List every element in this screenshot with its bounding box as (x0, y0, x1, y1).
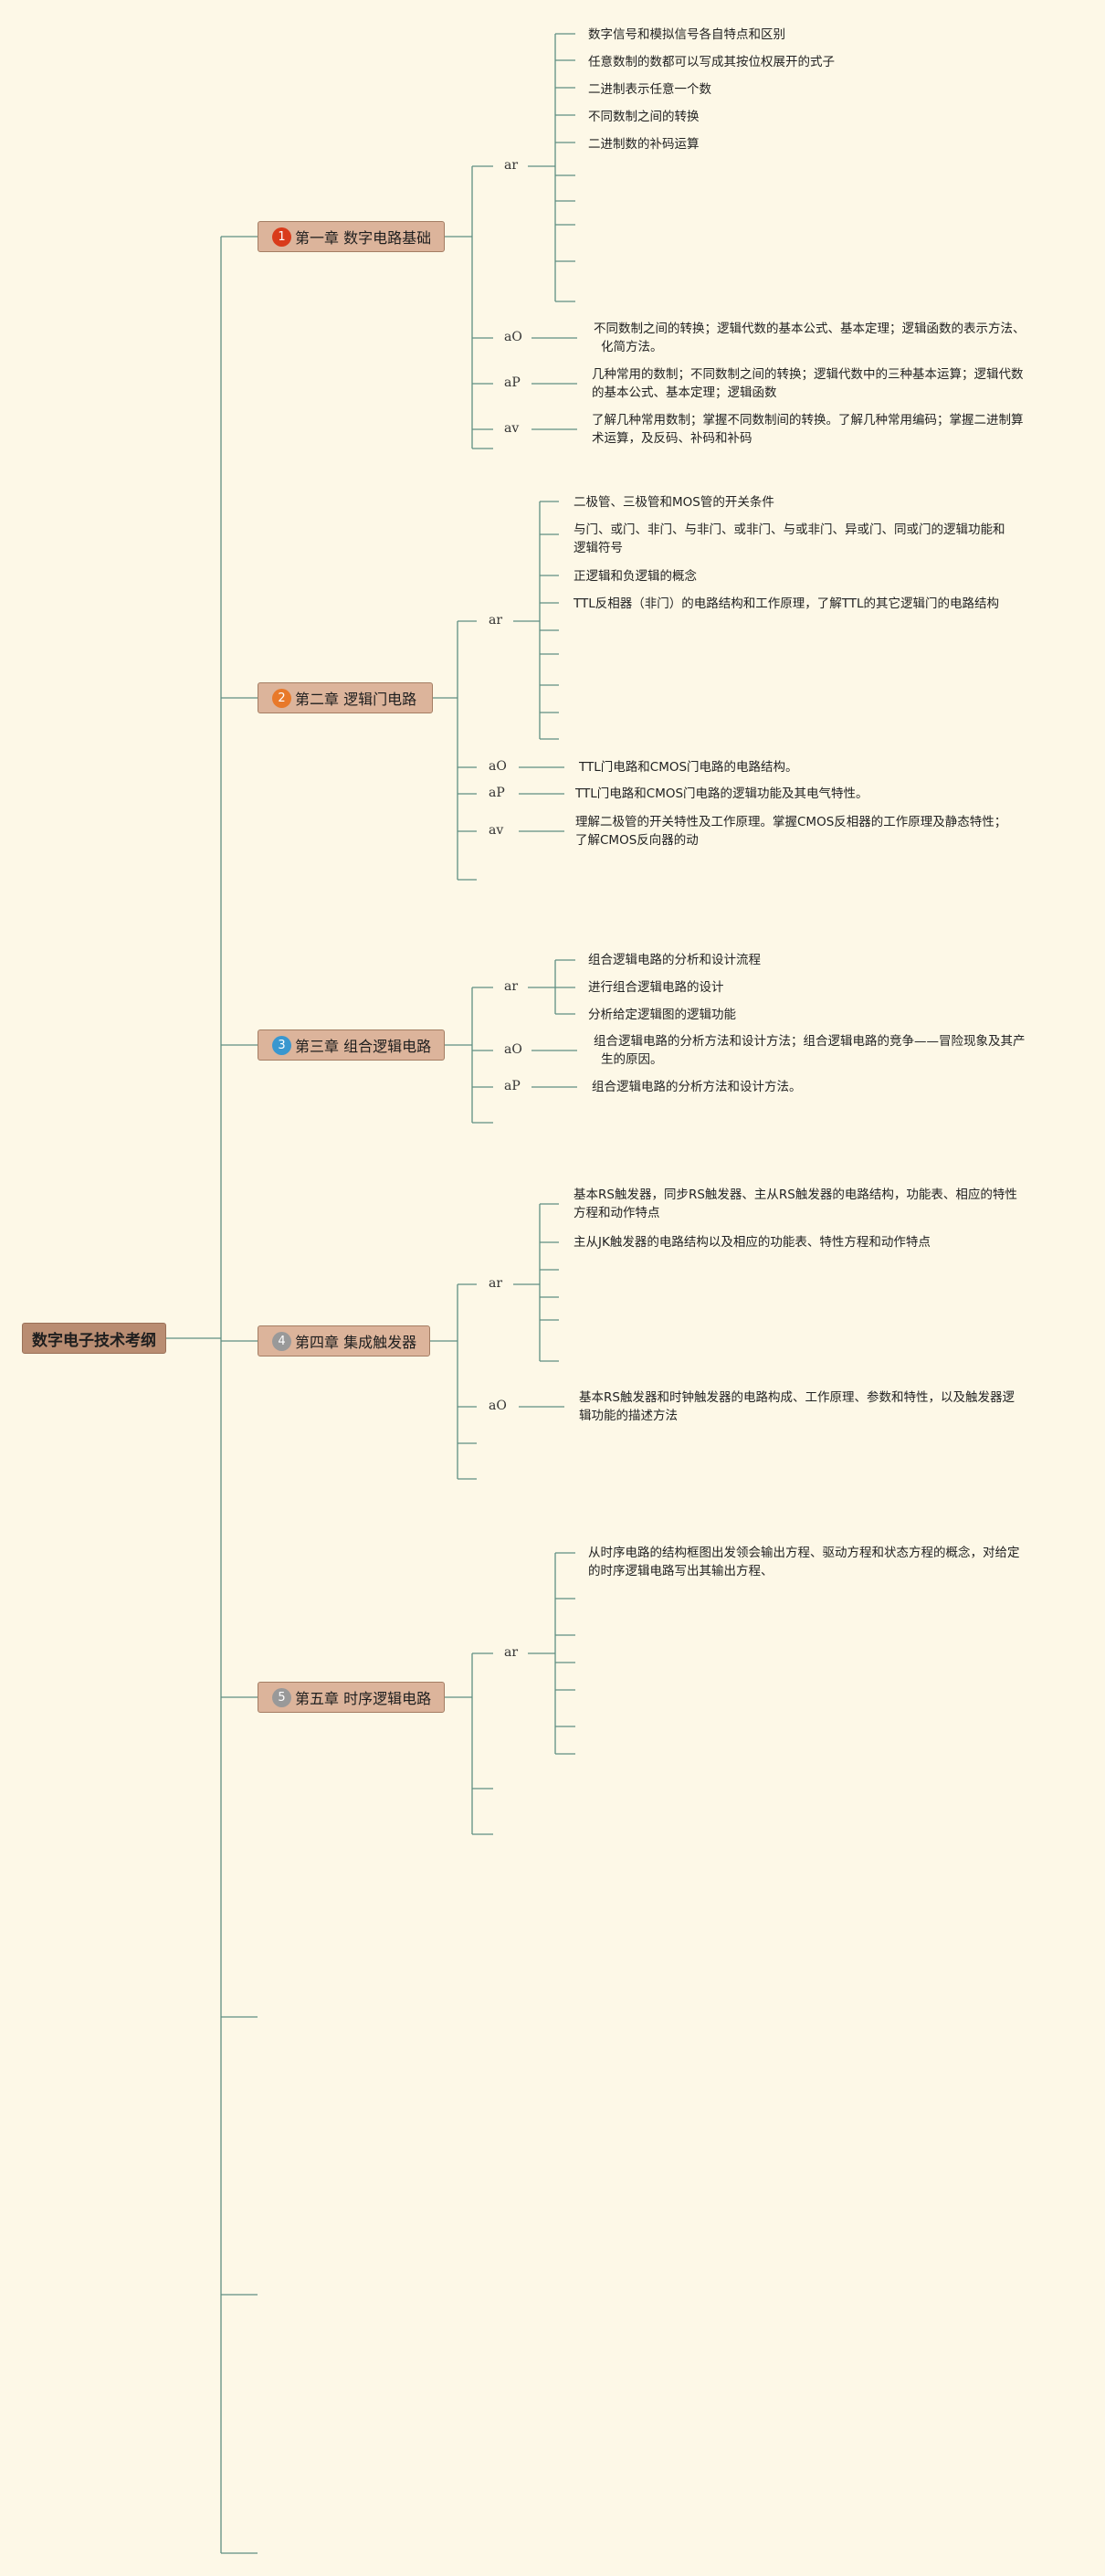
chapter-title: 第五章 时序逻辑电路 (295, 1690, 432, 1707)
chapter-number-badge: 3 (272, 1035, 291, 1055)
ch2-ar-item[interactable]: 二极管、三极管和MOS管的开关条件 (574, 495, 774, 510)
ch2-ap-label[interactable]: aP (489, 786, 505, 800)
ch2-av-text[interactable]: 理解二极管的开关特性及工作原理。掌握CMOS反相器的工作原理及静态特性； 了解C… (575, 815, 1007, 848)
ch1-ar-item[interactable]: 二进制数的补码运算 (588, 137, 700, 152)
ch1-ap-text[interactable]: 几种常用的数制；不同数制之间的转换；逻辑代数中的三种基本运算；逻辑代数 的基本公… (592, 367, 1024, 400)
ch1-ar-item[interactable]: 不同数制之间的转换 (588, 110, 700, 124)
ch2-ar-item[interactable]: 与门、或门、非门、与非门、或非门、与或非门、异或门、同或门的逻辑功能和 逻辑符号 (574, 523, 1005, 555)
ch5-ar-label[interactable]: ar (504, 1645, 519, 1660)
ch1-ao-label[interactable]: aO (504, 330, 522, 344)
ch4-ar-item[interactable]: 主从JK触发器的电路结构以及相应的功能表、特性方程和动作特点 (574, 1235, 931, 1250)
ch3-ao-text[interactable]: 组合逻辑电路的分析方法和设计方法；组合逻辑电路的竞争——冒险现象及其产 生的原因… (594, 1034, 1026, 1067)
ch1-av-text[interactable]: 了解几种常用数制；掌握不同数制间的转换。了解几种常用编码；掌握二进制算 术运算，… (592, 413, 1024, 446)
ch5-ar-item[interactable]: 从时序电路的结构框图出发领会输出方程、驱动方程和状态方程的概念，对给定 的时序逻… (588, 1546, 1020, 1578)
ch1-ao-text[interactable]: 不同数制之间的转换；逻辑代数的基本公式、基本定理；逻辑函数的表示方法、 化简方法… (594, 322, 1026, 354)
chapter-2-node[interactable]: 2 第二章 逻辑门电路 (258, 682, 433, 713)
ch3-ap-text[interactable]: 组合逻辑电路的分析方法和设计方法。 (592, 1080, 802, 1094)
chapter-title: 第二章 逻辑门电路 (295, 691, 417, 708)
ch3-ap-label[interactable]: aP (504, 1079, 521, 1093)
chapter-title: 第三章 组合逻辑电路 (295, 1038, 432, 1055)
ch2-ao-label[interactable]: aO (489, 759, 507, 774)
ch2-ap-text[interactable]: TTL门电路和CMOS门电路的逻辑功能及其电气特性。 (575, 787, 868, 801)
ch1-av-label[interactable]: av (504, 421, 520, 436)
ch3-ar-item[interactable]: 组合逻辑电路的分析和设计流程 (588, 953, 761, 967)
chapter-number-badge: 1 (272, 227, 291, 247)
chapter-1-node[interactable]: 1 第一章 数字电路基础 (258, 221, 445, 252)
ch1-ar-item[interactable]: 任意数制的数都可以写成其按位权展开的式子 (588, 55, 835, 69)
ch4-ar-label[interactable]: ar (489, 1276, 503, 1291)
ch1-ar-item[interactable]: 数字信号和模拟信号各自特点和区别 (588, 27, 785, 42)
ch2-ar-label[interactable]: ar (489, 613, 503, 628)
chapter-5-node[interactable]: 5 第五章 时序逻辑电路 (258, 1682, 445, 1713)
ch1-ar-item[interactable]: 二进制表示任意一个数 (588, 82, 711, 97)
chapter-title: 第一章 数字电路基础 (295, 229, 432, 247)
chapter-number-badge: 5 (272, 1687, 291, 1707)
chapter-number-badge: 4 (272, 1331, 291, 1351)
ch4-ar-item[interactable]: 基本RS触发器，同步RS触发器、主从RS触发器的电路结构，功能表、相应的特性 方… (574, 1188, 1017, 1220)
ch3-ar-item[interactable]: 分析给定逻辑图的逻辑功能 (588, 1008, 736, 1022)
ch2-ar-item[interactable]: 正逻辑和负逻辑的概念 (574, 569, 697, 584)
ch2-ar-item[interactable]: TTL反相器（非门）的电路结构和工作原理，了解TTL的其它逻辑门的电路结构 (574, 596, 1000, 611)
ch3-ar-item[interactable]: 进行组合逻辑电路的设计 (588, 980, 724, 995)
chapter-4-node[interactable]: 4 第四章 集成触发器 (258, 1325, 430, 1357)
ch4-ao-label[interactable]: aO (489, 1399, 507, 1413)
ch1-ap-label[interactable]: aP (504, 375, 521, 390)
ch3-ar-label[interactable]: ar (504, 979, 519, 994)
ch4-ao-text[interactable]: 基本RS触发器和时钟触发器的电路构成、工作原理、参数和特性，以及触发器逻 辑功能… (579, 1390, 1015, 1423)
ch3-ao-label[interactable]: aO (504, 1042, 522, 1057)
root-topic[interactable]: 数字电子技术考纲 (22, 1323, 166, 1354)
chapter-3-node[interactable]: 3 第三章 组合逻辑电路 (258, 1029, 445, 1061)
ch1-ar-label[interactable]: ar (504, 158, 519, 173)
ch2-ao-text[interactable]: TTL门电路和CMOS门电路的电路结构。 (579, 760, 798, 775)
ch2-av-label[interactable]: av (489, 823, 504, 838)
chapter-number-badge: 2 (272, 688, 291, 708)
chapter-title: 第四章 集成触发器 (295, 1334, 417, 1351)
